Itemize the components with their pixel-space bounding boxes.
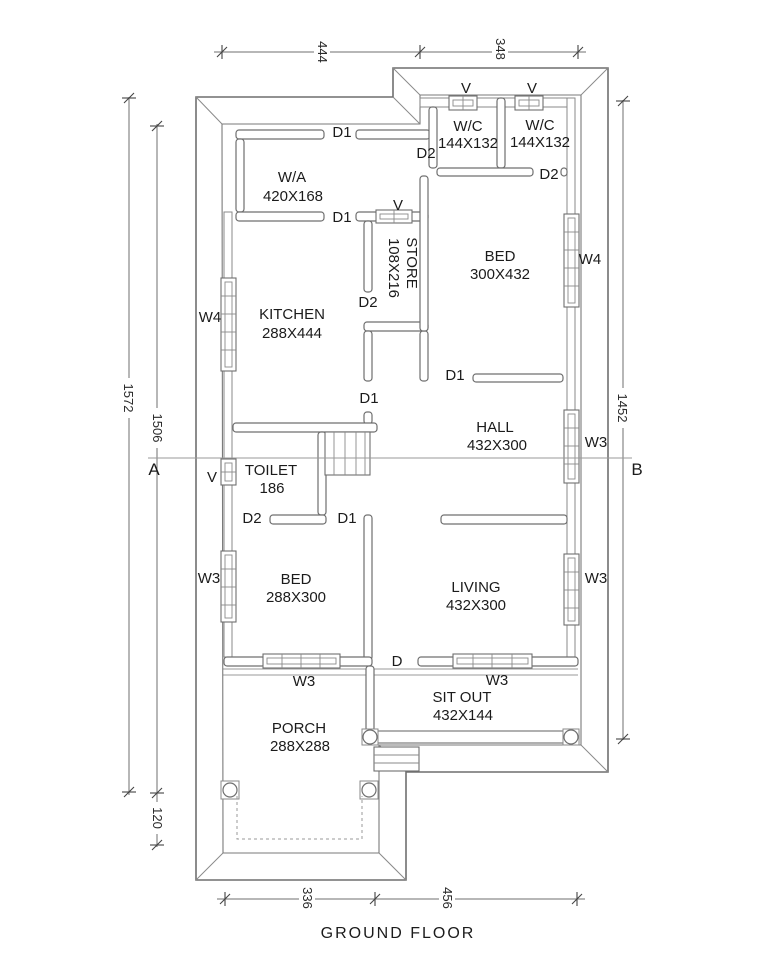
door-label-d2: D2 — [539, 166, 558, 183]
room-size-wc2: 144X132 — [510, 134, 570, 151]
vent-wc1 — [448, 95, 478, 111]
door-label-d1: D1 — [332, 209, 351, 226]
vent-store — [375, 209, 413, 224]
room-name-wc1: W/C — [453, 118, 482, 135]
window-w3-bed2 — [220, 550, 237, 623]
room-name-wa: W/A — [278, 169, 306, 186]
window-w3-living — [563, 553, 580, 626]
room-name-kitchen: KITCHEN — [259, 306, 325, 323]
vent-wc2 — [514, 95, 544, 111]
dim-label-left-porch: 120 — [150, 807, 165, 829]
exterior-walls — [195, 67, 609, 881]
room-size-bed1: 300X432 — [470, 266, 530, 283]
door-label-d1: D1 — [359, 390, 378, 407]
sitout-parapet — [361, 728, 580, 746]
drawing-title: GROUND FLOOR — [321, 925, 476, 942]
dim-label-left-inner: 1506 — [150, 414, 165, 443]
room-size-living: 432X300 — [446, 597, 506, 614]
window-label-w3: W3 — [585, 434, 608, 451]
dim-label-left-outer: 1572 — [121, 384, 136, 413]
room-size-kitchen: 288X444 — [262, 325, 322, 342]
window-w4-bed1 — [563, 213, 580, 308]
room-name-wc2: W/C — [525, 117, 554, 134]
dim-label-bottom-left: 336 — [300, 887, 315, 909]
room-name-porch: PORCH — [272, 720, 326, 737]
window-w3-living-bottom — [452, 653, 533, 669]
dimension-lines — [121, 33, 630, 914]
room-size-toilet: 186 — [259, 480, 284, 497]
window-label-w4: W4 — [579, 251, 602, 268]
window-label-w3: W3 — [293, 673, 316, 690]
dim-label-bottom-right: 456 — [440, 887, 455, 909]
room-name-toilet: TOILET — [245, 462, 297, 479]
window-label-w3: W3 — [486, 672, 509, 689]
windows — [220, 95, 580, 669]
porch-dashed-outline — [236, 796, 363, 840]
room-size-wa: 420X168 — [263, 188, 323, 205]
room-size-bed2: 288X300 — [266, 589, 326, 606]
room-name-store: STORE — [403, 237, 420, 288]
section-label-b: B — [631, 460, 642, 479]
room-name-bed1: BED — [485, 248, 516, 265]
room-name-hall: HALL — [476, 419, 514, 436]
vent-label-v: V — [527, 80, 537, 97]
vent-label-v: V — [461, 80, 471, 97]
dim-label-top-right: 348 — [493, 38, 508, 60]
door-label-d: D — [392, 653, 403, 670]
door-label-d2: D2 — [242, 510, 261, 527]
floor-edge-lines — [223, 668, 578, 676]
door-label-d1: D1 — [337, 510, 356, 527]
window-v-toilet — [220, 458, 237, 486]
window-label-w4: W4 — [199, 309, 222, 326]
room-size-porch: 288X288 — [270, 738, 330, 755]
door-label-d1: D1 — [445, 367, 464, 384]
window-w3-bed2-bottom — [262, 653, 341, 669]
door-label-d1: D1 — [332, 124, 351, 141]
window-w3-hall — [563, 409, 580, 484]
room-size-hall: 432X300 — [467, 437, 527, 454]
dim-label-right: 1452 — [615, 394, 630, 423]
room-name-bed2: BED — [281, 571, 312, 588]
interior-walls — [223, 97, 579, 732]
dim-label-top-left: 444 — [315, 41, 330, 63]
section-label-a: A — [148, 460, 160, 479]
vent-label-v: V — [207, 469, 217, 486]
window-label-w3: W3 — [585, 570, 608, 587]
room-name-sitout: SIT OUT — [433, 689, 492, 706]
labels-layer: W/A 420X168 KITCHEN 288X444 STORE 108X21… — [121, 38, 643, 942]
vent-label-v: V — [393, 197, 403, 214]
entrance-steps — [373, 746, 420, 772]
stairs — [324, 431, 371, 476]
room-size-wc1: 144X132 — [438, 135, 498, 152]
room-size-store: 108X216 — [385, 238, 402, 298]
room-name-living: LIVING — [451, 579, 500, 596]
porch-columns — [220, 780, 379, 800]
door-label-d2: D2 — [358, 294, 377, 311]
window-w4-kitchen — [220, 277, 237, 372]
room-size-sitout: 432X144 — [433, 707, 493, 724]
window-label-w3: W3 — [198, 570, 221, 587]
door-label-d2: D2 — [416, 145, 435, 162]
